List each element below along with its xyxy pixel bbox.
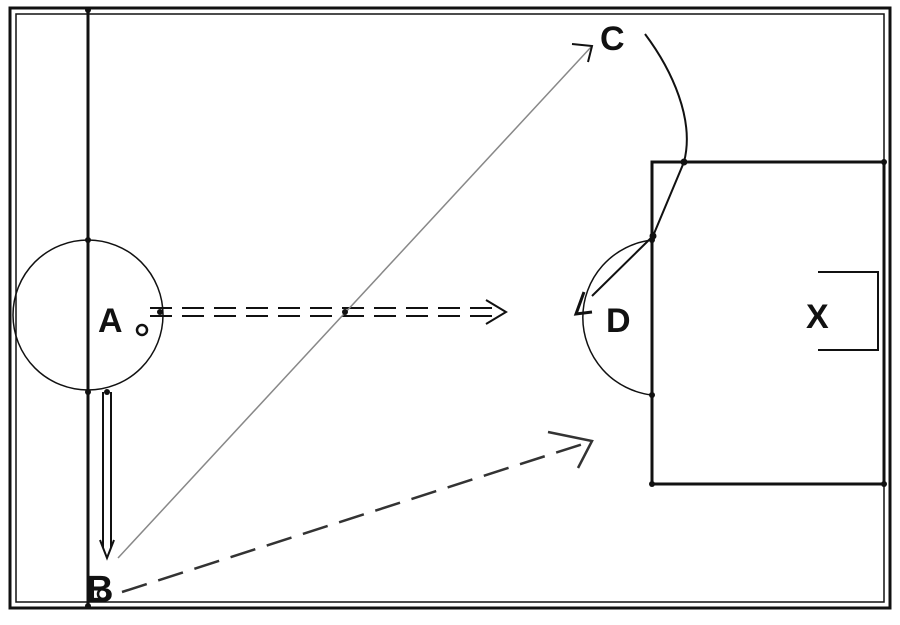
penalty-arc-bottom-dot (649, 392, 655, 398)
goal-area (818, 271, 879, 351)
pitch-outer-boundary (8, 6, 892, 610)
label-c: C (600, 20, 625, 58)
center-line-bottom-dot (85, 603, 91, 609)
label-x: X (806, 298, 829, 336)
center-line-top-dot (85, 7, 91, 13)
penalty-arc (582, 239, 653, 396)
pass-path-b-to-c-arrowhead (571, 43, 594, 63)
pass-path-b-to-c (117, 45, 593, 559)
run-path-c-to-d (591, 33, 688, 297)
penalty-box-corner-dot (649, 481, 655, 487)
label-d: D (606, 302, 631, 340)
pass-path-a-start-dot (157, 309, 163, 315)
penalty-box (650, 160, 886, 486)
player-b-marker (96, 587, 110, 601)
pass-path-b-to-box-arrowhead (547, 430, 594, 469)
penalty-box-top-dot (881, 159, 887, 165)
run-path-c-to-d-arc-dot (649, 232, 657, 240)
player-d-marker (573, 291, 593, 316)
penalty-box-bottom-dot (881, 481, 887, 487)
pass-path-a-arrowhead (485, 299, 508, 325)
pass-path-b-to-c-cross-dot (342, 309, 348, 315)
run-path-a-to-b-start-dot (104, 389, 110, 395)
player-a-marker (135, 323, 149, 337)
run-path-c-to-d-box-dot (680, 158, 688, 166)
pass-path-b-to-box (121, 441, 587, 594)
center-circle-top-dot (85, 237, 91, 243)
run-path-a-to-b-arrowhead (99, 539, 115, 561)
label-b: B (86, 569, 113, 611)
label-a: A (98, 302, 123, 340)
center-circle-bottom-dot (85, 389, 91, 395)
